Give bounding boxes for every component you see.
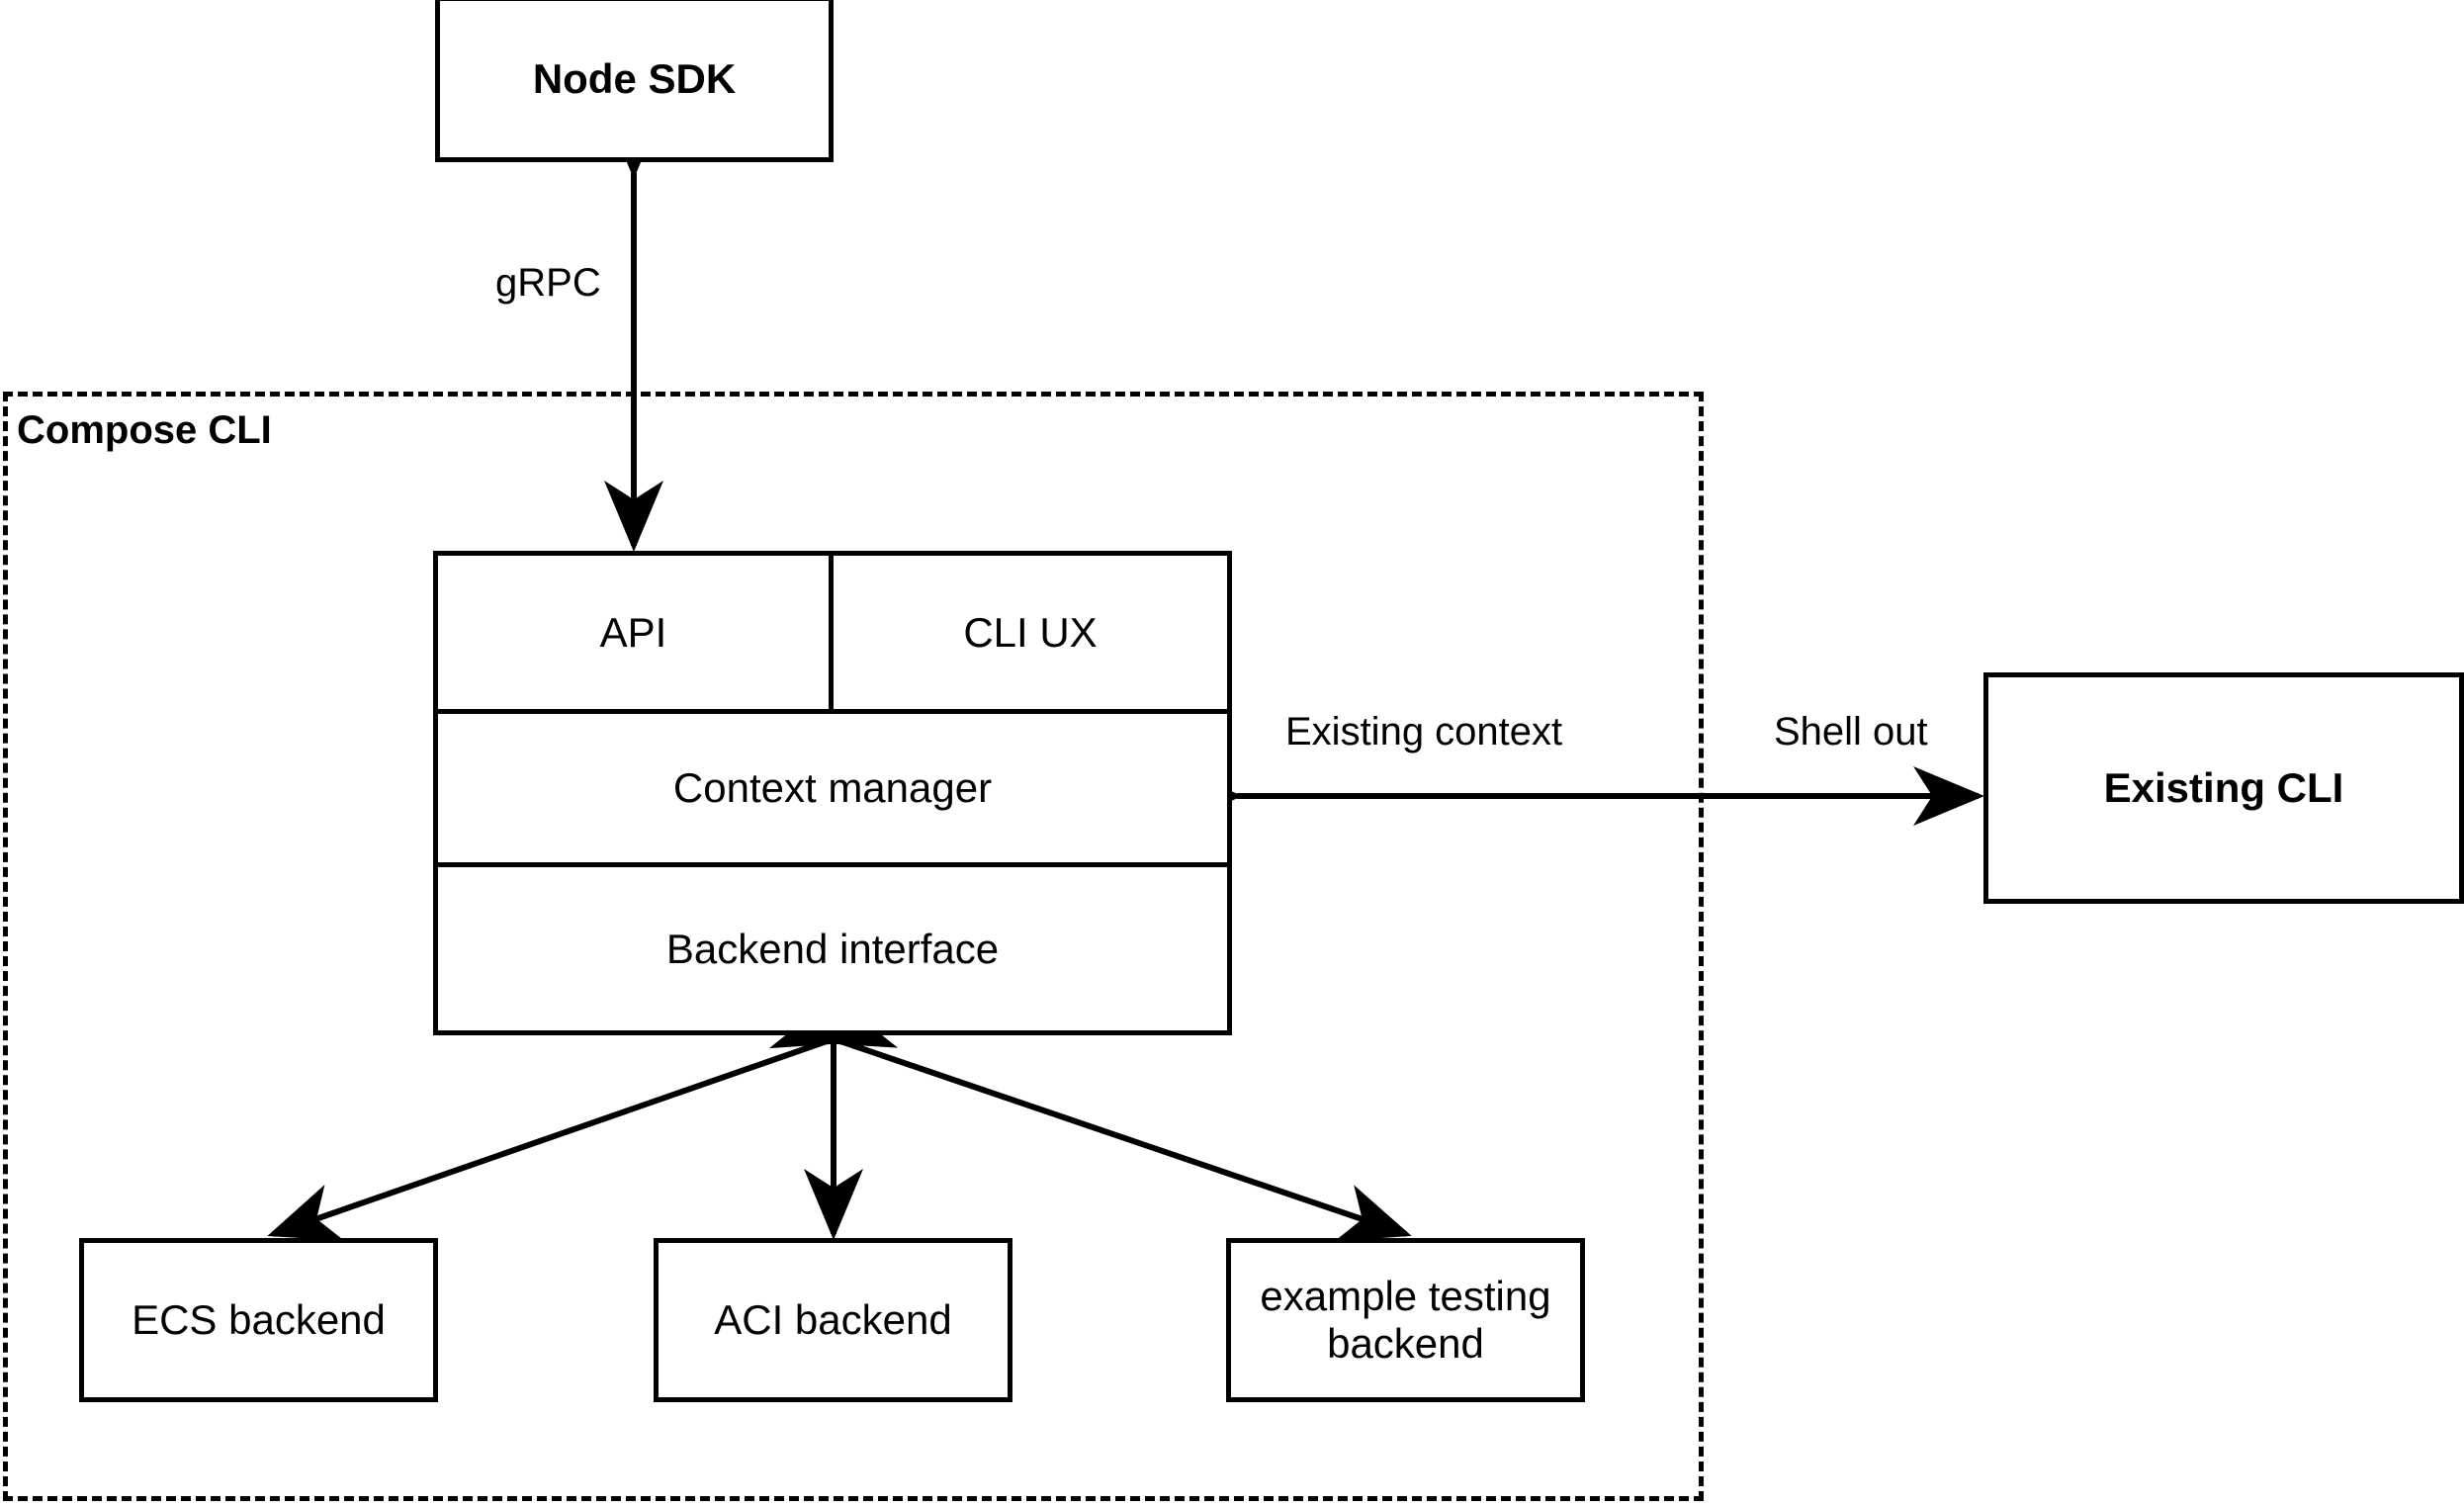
edge-label-grpc: gRPC bbox=[491, 261, 605, 306]
node-existing-cli[interactable]: Existing CLI bbox=[1983, 672, 2464, 904]
node-example-testing-backend[interactable]: example testing backend bbox=[1226, 1238, 1585, 1402]
group-frame-compose-cli bbox=[3, 392, 1704, 1501]
node-example-testing-backend-line2: backend bbox=[1327, 1320, 1484, 1367]
node-api[interactable]: API bbox=[599, 608, 667, 656]
edge-label-existing-context: Existing context bbox=[1281, 710, 1567, 754]
stack-divider-api-cliux bbox=[829, 551, 834, 714]
node-context-manager[interactable]: Context manager bbox=[672, 764, 993, 811]
node-example-testing-backend-line1: example testing bbox=[1260, 1272, 1551, 1319]
compose-cli-core-stack bbox=[433, 551, 1232, 1035]
stack-divider-bottom bbox=[433, 862, 1232, 867]
node-aci-backend[interactable]: ACI backend bbox=[654, 1238, 1012, 1402]
node-backend-interface[interactable]: Backend interface bbox=[665, 925, 1000, 972]
connector-example-testing bbox=[768, 992, 1412, 1242]
node-cli-ux[interactable]: CLI UX bbox=[963, 608, 1098, 656]
group-label-compose-cli: Compose CLI bbox=[17, 408, 272, 452]
connector-ecs bbox=[267, 991, 899, 1241]
edge-label-shell-out: Shell out bbox=[1770, 710, 1932, 754]
node-node-sdk[interactable]: Node SDK bbox=[435, 0, 834, 162]
node-ecs-backend[interactable]: ECS backend bbox=[79, 1238, 438, 1402]
